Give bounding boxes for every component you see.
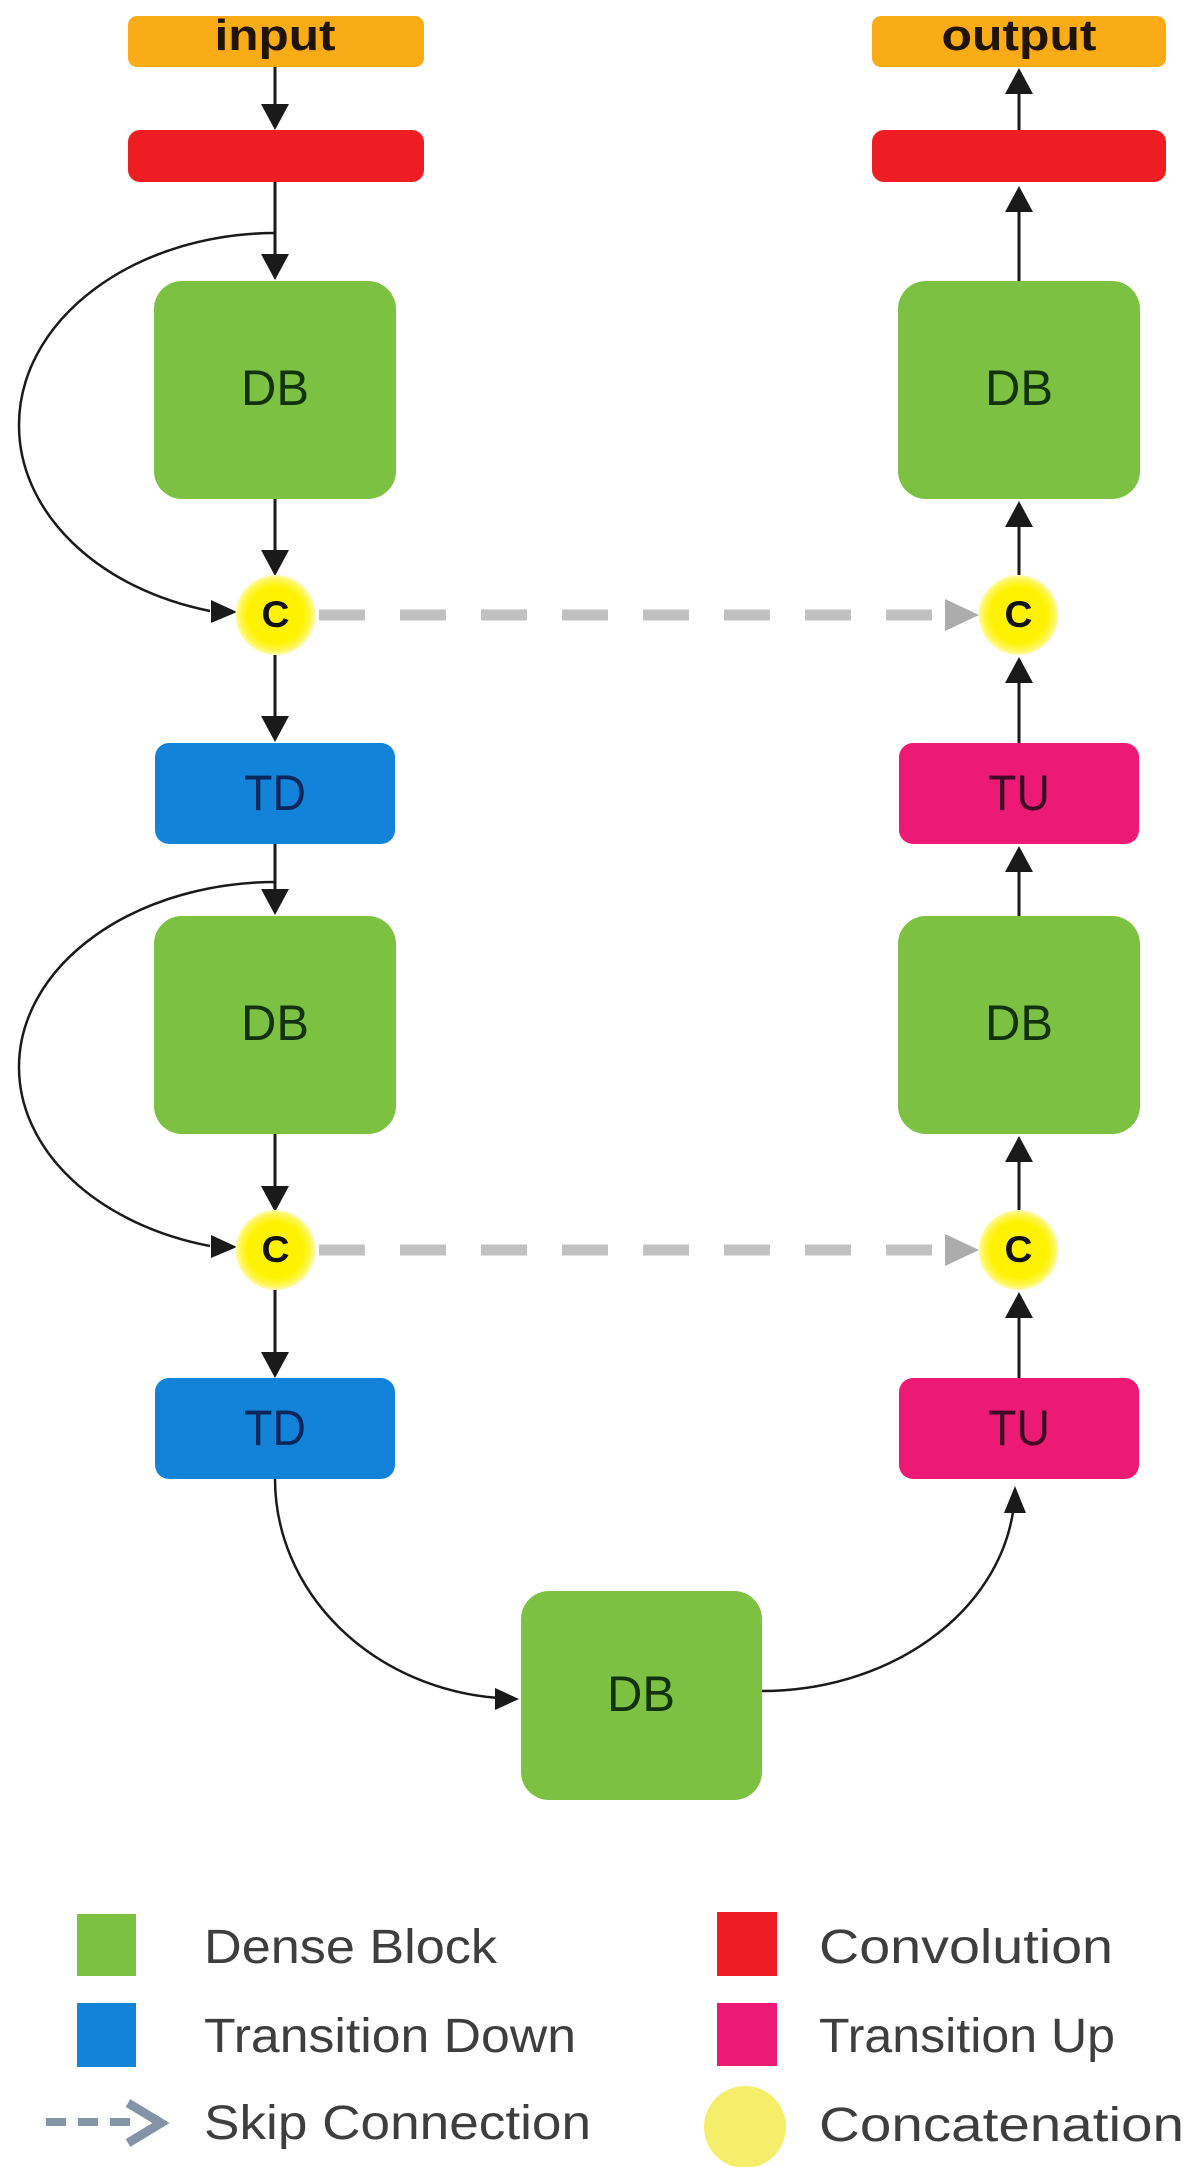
- svg-text:Convolution: Convolution: [819, 1921, 1113, 1974]
- svg-text:output: output: [942, 11, 1097, 60]
- svg-text:C: C: [1005, 594, 1033, 635]
- svg-text:TU: TU: [988, 1400, 1050, 1456]
- svg-text:DB: DB: [607, 1666, 675, 1722]
- svg-text:C: C: [1005, 1229, 1033, 1270]
- svg-text:Transition Down: Transition Down: [204, 2010, 576, 2063]
- svg-text:TD: TD: [244, 765, 306, 821]
- svg-text:Dense Block: Dense Block: [204, 1921, 498, 1974]
- svg-text:DB: DB: [241, 995, 309, 1051]
- svg-text:Transition Up: Transition Up: [819, 2010, 1115, 2063]
- svg-text:Skip Connection: Skip Connection: [204, 2097, 591, 2150]
- svg-text:DB: DB: [985, 995, 1053, 1051]
- svg-text:TU: TU: [988, 765, 1050, 821]
- svg-text:C: C: [262, 594, 290, 635]
- svg-text:C: C: [262, 1229, 290, 1270]
- svg-text:DB: DB: [985, 360, 1053, 416]
- svg-text:DB: DB: [241, 360, 309, 416]
- svg-text:Concatenation: Concatenation: [819, 2099, 1184, 2152]
- svg-text:input: input: [215, 11, 336, 60]
- svg-text:TD: TD: [244, 1400, 306, 1456]
